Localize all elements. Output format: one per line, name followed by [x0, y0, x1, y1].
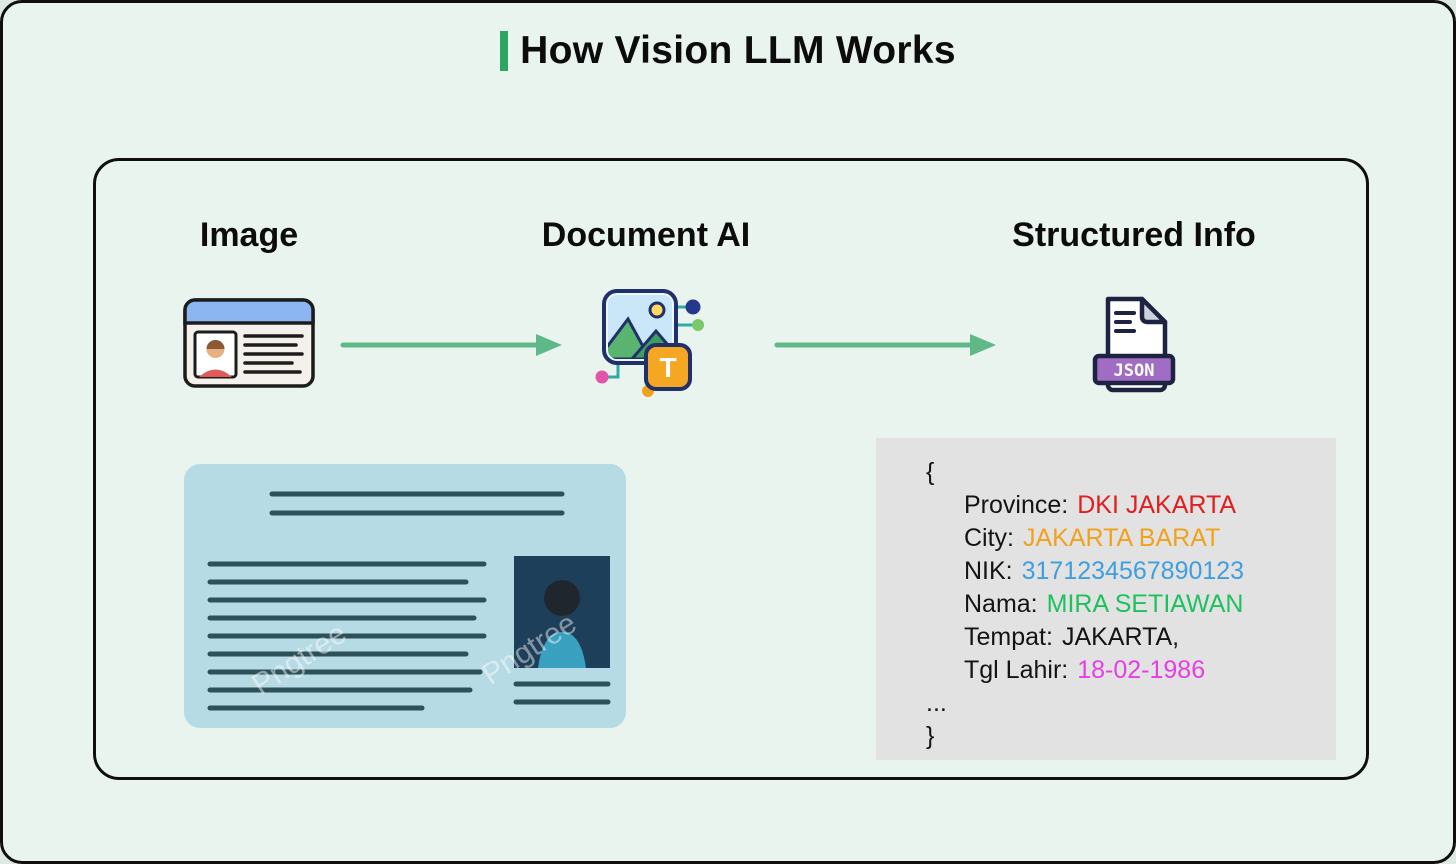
document-ai-icon: T — [588, 285, 708, 408]
json-value: DKI JAKARTA — [1077, 491, 1237, 519]
json-file-icon: JSON — [1089, 295, 1179, 402]
json-field-tgl-lahir: Tgl Lahir: 18-02-1986 — [964, 654, 1336, 687]
json-field-city: City: JAKARTA BARAT — [964, 522, 1336, 555]
json-open-brace: { — [926, 458, 935, 486]
json-file-icon-svg: JSON — [1092, 296, 1176, 393]
json-value: 18-02-1986 — [1077, 656, 1206, 684]
id-card-icon-svg — [183, 298, 315, 388]
page-title: How Vision LLM Works — [520, 29, 956, 72]
json-key: NIK: — [964, 557, 1013, 585]
id-card-icon — [182, 297, 316, 394]
json-icon-label: JSON — [1114, 361, 1155, 381]
document-ai-icon-svg: T — [595, 289, 704, 397]
json-ellipsis: ... — [926, 689, 947, 717]
title-accent-bar — [500, 31, 509, 71]
docai-badge-letter: T — [659, 352, 676, 383]
id-card-illustration: Pngtree Pngtree — [184, 464, 626, 733]
json-output-panel: { Province: DKI JAKARTA City: JAKARTA BARA… — [876, 438, 1336, 760]
json-key: Tgl Lahir: — [964, 656, 1069, 684]
step-label-document-ai: Document AI — [541, 216, 751, 254]
arrow-right-icon — [774, 334, 996, 356]
json-key: City: — [964, 524, 1014, 552]
json-field-nik: NIK: 3171234567890123 — [964, 555, 1336, 588]
arrow-right-icon — [340, 334, 562, 356]
id-card-illustration-svg: Pngtree Pngtree — [184, 464, 626, 728]
json-field-nama: Nama: MIRA SETIAWAN — [964, 588, 1336, 621]
step-label-structured-info: Structured Info — [1012, 216, 1256, 254]
json-key: Province: — [964, 491, 1069, 519]
json-close-brace: } — [926, 722, 935, 750]
json-field-tempat: Tempat: JAKARTA, — [964, 621, 1336, 654]
json-value: JAKARTA BARAT — [1023, 524, 1221, 552]
json-key: Nama: — [964, 590, 1038, 618]
flow-panel: Image Document AI Structured Info — [93, 158, 1369, 780]
json-value: MIRA SETIAWAN — [1046, 590, 1244, 618]
json-value: 3171234567890123 — [1021, 557, 1245, 585]
title-row: How Vision LLM Works — [3, 29, 1453, 73]
json-field-province: Province: DKI JAKARTA — [964, 489, 1336, 522]
json-value: JAKARTA, — [1061, 623, 1180, 651]
json-output-code: { Province: DKI JAKARTA City: JAKARTA BARA… — [876, 438, 1336, 753]
json-key: Tempat: — [964, 623, 1053, 651]
step-label-image: Image — [199, 216, 299, 254]
